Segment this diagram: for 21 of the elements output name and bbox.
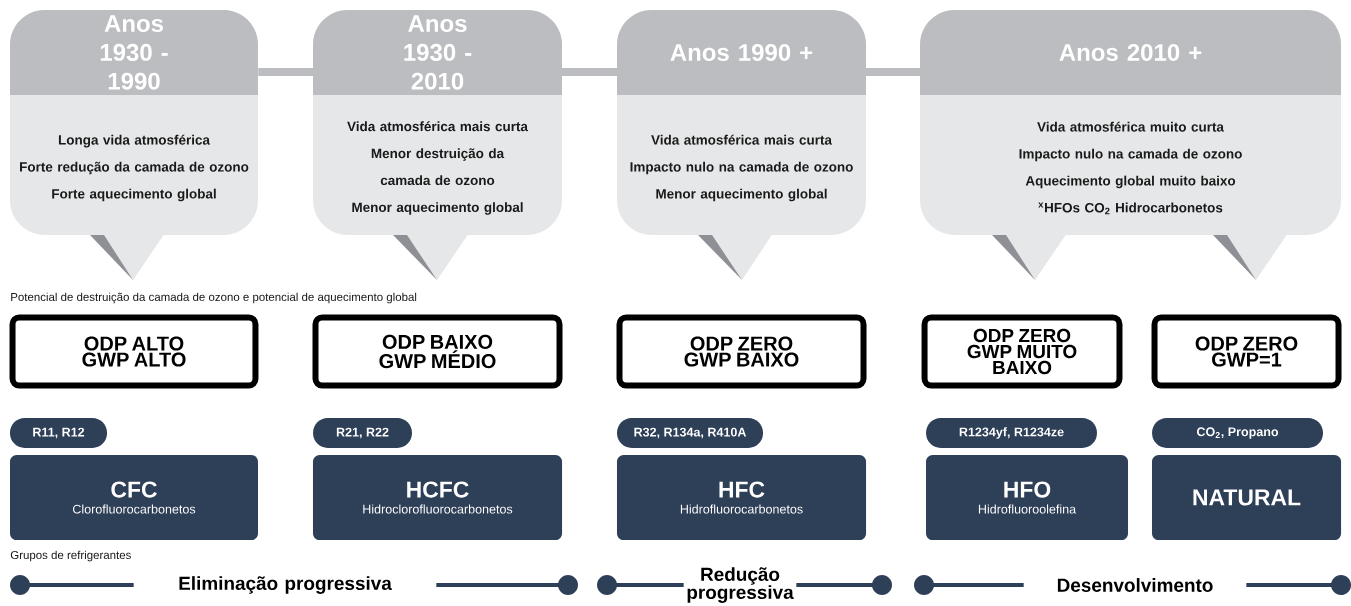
group-box: CFC Clorofluorocarbonetos xyxy=(10,454,258,541)
tag-pill: R21, R22 xyxy=(313,418,412,448)
connector-line xyxy=(865,68,921,76)
group-box: NATURAL xyxy=(1152,454,1342,541)
group-box: HFO Hidrofluoroolefina xyxy=(926,454,1128,541)
rating-box: ODP ZERO GWP MUITO BAIXO xyxy=(921,314,1123,389)
rating-box: ODP ALTO GWP ALTO xyxy=(9,314,259,389)
rating-box: ODP ZERO GWP=1 xyxy=(1151,314,1342,389)
phase-label: Desenvolvimento xyxy=(1057,578,1213,592)
tag-pill: R32, R134a, R410A xyxy=(617,418,763,448)
phase-label: Eliminação progressiva xyxy=(179,576,392,594)
phase-label: Redução progressiva xyxy=(687,567,794,603)
tag-pill: R1234yf, R1234ze xyxy=(926,418,1097,448)
group-box: HCFC Hidroclorofluorocarbonetos xyxy=(312,454,563,541)
group-box: HFC Hidrofluorocarbonetos xyxy=(617,454,867,541)
connector-line xyxy=(561,68,618,76)
rating-box: ODP BAIXO GWP MÉDIO xyxy=(312,314,563,389)
tag-pill: CO$_{2}$, Propano xyxy=(1152,418,1323,448)
section-caption: Potencial de destruição da camada de ozono e potencial de aquecimento global xyxy=(11,292,417,304)
rating-box: ODP ZERO GWP BAIXO xyxy=(616,314,867,389)
tag-pill: R11, R12 xyxy=(9,418,108,448)
